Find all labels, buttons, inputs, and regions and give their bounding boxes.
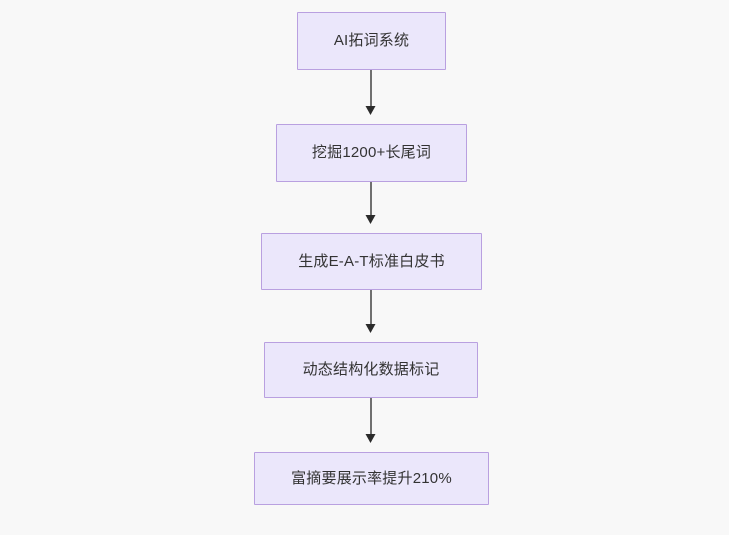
- edge-line: [370, 290, 372, 325]
- flow-node-label: 挖掘1200+长尾词: [311, 144, 432, 161]
- flow-node-rich-snippet-uplift[interactable]: 富摘要展示率提升210%: [254, 452, 489, 505]
- flow-node-label: 富摘要展示率提升210%: [291, 469, 452, 487]
- arrowhead-icon: [365, 434, 376, 443]
- flow-node-dynamic-structured-data[interactable]: 动态结构化数据标记: [264, 342, 478, 398]
- flow-node-label: 生成E-A-T标准白皮书: [298, 252, 445, 270]
- flow-node-ai-keyword-system[interactable]: AI拓词系统: [297, 12, 446, 70]
- flow-node-mine-longtail-keywords[interactable]: 挖掘1200+长尾词: [276, 124, 467, 182]
- flow-node-label: AI拓词系统: [333, 32, 410, 49]
- edge-line: [370, 182, 372, 216]
- arrowhead-icon: [365, 215, 376, 224]
- edge-line: [370, 70, 372, 107]
- flow-node-label: 动态结构化数据标记: [302, 361, 440, 378]
- arrowhead-icon: [365, 106, 376, 115]
- edge-line: [370, 398, 372, 435]
- arrowhead-icon: [365, 324, 376, 333]
- flow-node-generate-eat-whitepaper[interactable]: 生成E-A-T标准白皮书: [261, 233, 482, 290]
